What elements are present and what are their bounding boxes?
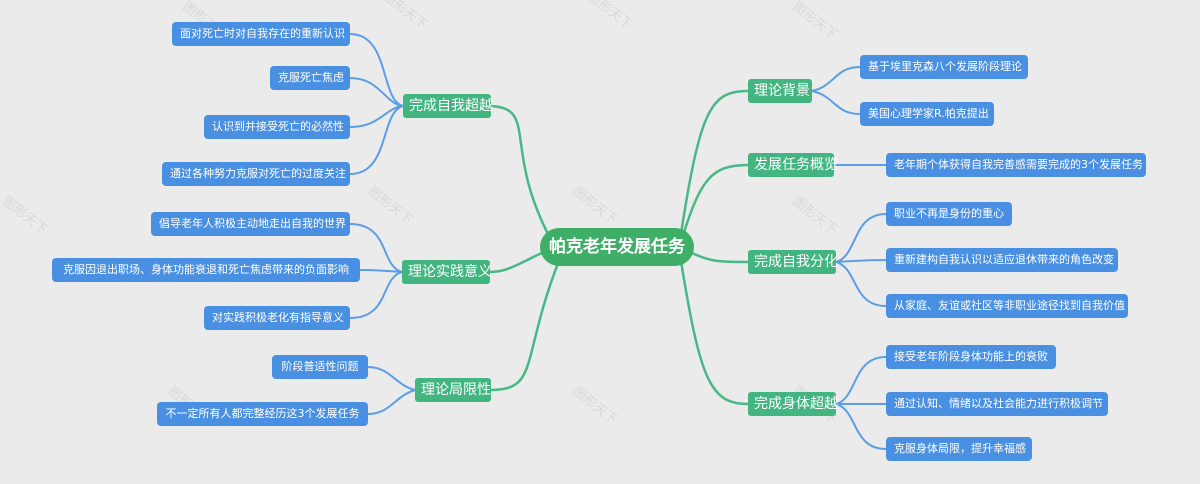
leaf-node[interactable]: 职业不再是身份的重心 (886, 202, 1012, 226)
leaf-node[interactable]: 认识到并接受死亡的必然性 (204, 115, 350, 139)
leaf-node[interactable]: 不一定所有人都完整经历这3个发展任务 (157, 402, 368, 426)
topic-overview[interactable]: 发展任务概览 (748, 153, 838, 177)
link-root-b3 (489, 257, 562, 392)
leaf-node[interactable]: 通过认知、情绪以及社会能力进行积极调节 (886, 392, 1108, 416)
leaf-node[interactable]: 克服身体局限，提升幸福感 (886, 437, 1032, 461)
link-root-b1 (489, 104, 557, 248)
leaf-node[interactable]: 倡导老年人积极主动地走出自我的世界 (151, 212, 350, 236)
leaf-node[interactable]: 对实践积极老化有指导意义 (204, 306, 350, 330)
link-root-b6 (689, 250, 749, 264)
leaf-node[interactable]: 重新建构自我认识以适应退休带来的角色改变 (886, 248, 1118, 272)
leaf-node[interactable]: 阶段普适性问题 (272, 355, 368, 379)
leaf-node[interactable]: 克服因退出职场、身体功能衰退和死亡焦虑带来的负面影响 (52, 258, 360, 282)
leaf-node[interactable]: 通过各种努力克服对死亡的过度关注 (162, 162, 350, 186)
link-root-b7 (678, 254, 749, 406)
leaf-node[interactable]: 从家庭、友谊或社区等非职业途径找到自我价值 (886, 294, 1128, 318)
link-root-b5 (678, 163, 749, 246)
topic-practical-significance[interactable]: 理论实践意义 (402, 260, 492, 284)
leaf-node[interactable]: 克服死亡焦虑 (270, 66, 350, 90)
leaf-node[interactable]: 美国心理学家R.帕克提出 (860, 102, 994, 126)
topic-self-differentiation[interactable]: 完成自我分化 (748, 250, 838, 274)
root-node[interactable]: 帕克老年发展任务 (540, 228, 694, 266)
topic-limitations[interactable]: 理论局限性 (415, 378, 491, 402)
topic-self-transcendence[interactable]: 完成自我超越 (403, 94, 493, 118)
leaf-node[interactable]: 基于埃里克森八个发展阶段理论 (860, 55, 1028, 79)
link-root-b4 (678, 89, 749, 241)
leaf-node[interactable]: 接受老年阶段身体功能上的衰败 (886, 345, 1056, 369)
topic-background[interactable]: 理论背景 (748, 79, 812, 103)
leaf-node[interactable]: 老年期个体获得自我完善感需要完成的3个发展任务 (886, 153, 1146, 177)
leaf-node[interactable]: 面对死亡时对自我存在的重新认识 (172, 22, 350, 46)
topic-body-transcendence[interactable]: 完成身体超越 (748, 392, 838, 416)
